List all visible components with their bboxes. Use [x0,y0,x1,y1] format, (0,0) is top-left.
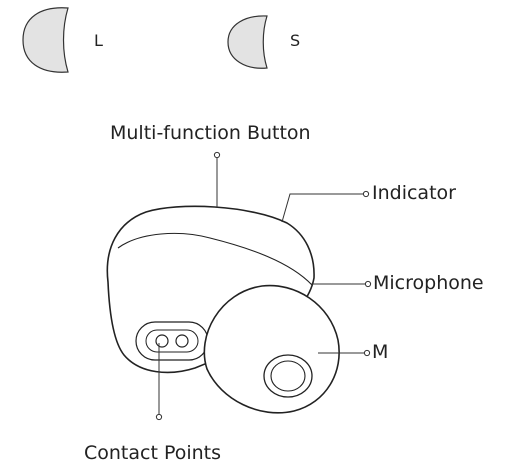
contact-plate [135,321,209,361]
ear-tip-s-shape [227,15,268,69]
contact-points-label: Contact Points [84,442,222,464]
ear-tip-s-label: S [290,31,301,50]
multi-function-button-label: Multi-function Button [110,122,311,144]
ear-tip-m-label: M [372,341,389,363]
callout-indicator [281,190,370,223]
microphone-label: Microphone [373,272,484,294]
callout-multi-function-button [213,151,221,208]
callout-m [318,349,371,357]
ear-tip-m-shape [203,284,340,414]
ear-tip-l-label: L [94,31,103,50]
callout-contact-points [155,343,163,421]
ear-tip-l-shape [22,7,69,73]
callout-microphone [311,280,372,288]
indicator-label: Indicator [372,182,456,204]
